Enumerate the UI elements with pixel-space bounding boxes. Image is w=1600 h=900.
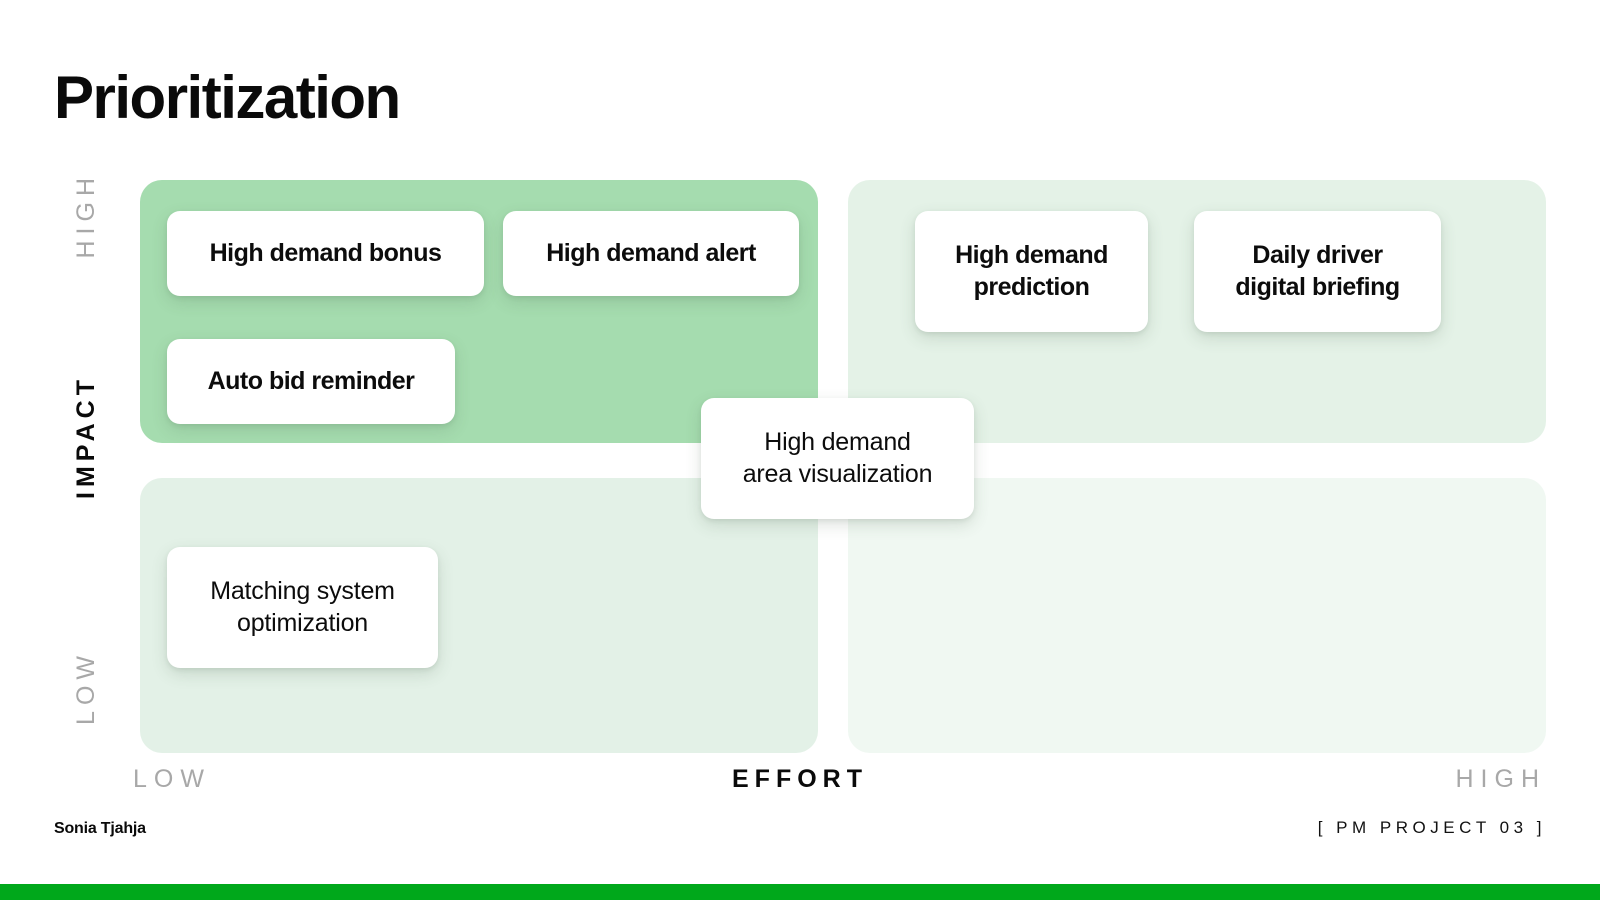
card-label-line2: digital briefing [1235, 272, 1400, 301]
card-label: High demand bonus [209, 238, 442, 267]
card-auto-bid-reminder[interactable]: Auto bid reminder [167, 339, 455, 424]
axis-x-high-label: HIGH [1455, 765, 1546, 793]
prioritization-matrix: High demand bonus High demand alert Auto… [140, 180, 1546, 753]
quadrant-low-effort-low-impact-cards: Matching system optimization [140, 478, 818, 753]
card-high-demand-alert[interactable]: High demand alert [503, 211, 799, 296]
axis-y-title: IMPACT [72, 375, 100, 499]
card-matching-system-optimization[interactable]: Matching system optimization [167, 547, 438, 668]
axis-y-low-label: LOW [72, 650, 100, 725]
card-daily-driver-digital-briefing[interactable]: Daily driver digital briefing [1194, 211, 1441, 332]
card-label-line1: High demand [764, 428, 911, 456]
quadrant-high-effort-low-impact [848, 478, 1546, 753]
card-label: High demand area visualization [743, 427, 933, 490]
card-label: Matching system optimization [210, 576, 395, 639]
card-label: Daily driver digital briefing [1235, 240, 1400, 303]
card-label-line1: Matching system [210, 577, 395, 605]
card-high-demand-bonus[interactable]: High demand bonus [167, 211, 484, 296]
page-title: Prioritization [54, 64, 401, 131]
card-label-line1: Daily driver [1252, 241, 1383, 269]
card-label-line2: prediction [973, 272, 1090, 301]
card-label: High demand alert [546, 238, 756, 267]
footer-project-tag: [ PM PROJECT 03 ] [1317, 818, 1546, 837]
axis-y-high-label: HIGH [72, 172, 100, 259]
card-label: Auto bid reminder [207, 366, 415, 395]
card-high-demand-prediction[interactable]: High demand prediction [915, 211, 1148, 332]
axis-x-title: EFFORT [732, 765, 868, 793]
card-high-demand-area-visualization[interactable]: High demand area visualization [701, 398, 974, 519]
card-label-line2: area visualization [742, 459, 933, 488]
bottom-accent-bar [0, 884, 1600, 900]
footer-author: Sonia Tjahja [54, 820, 146, 837]
card-label-line1: High demand [955, 241, 1108, 269]
card-label: High demand prediction [955, 240, 1108, 303]
axis-x-low-label: LOW [133, 765, 211, 793]
card-label-line2: optimization [237, 608, 368, 637]
